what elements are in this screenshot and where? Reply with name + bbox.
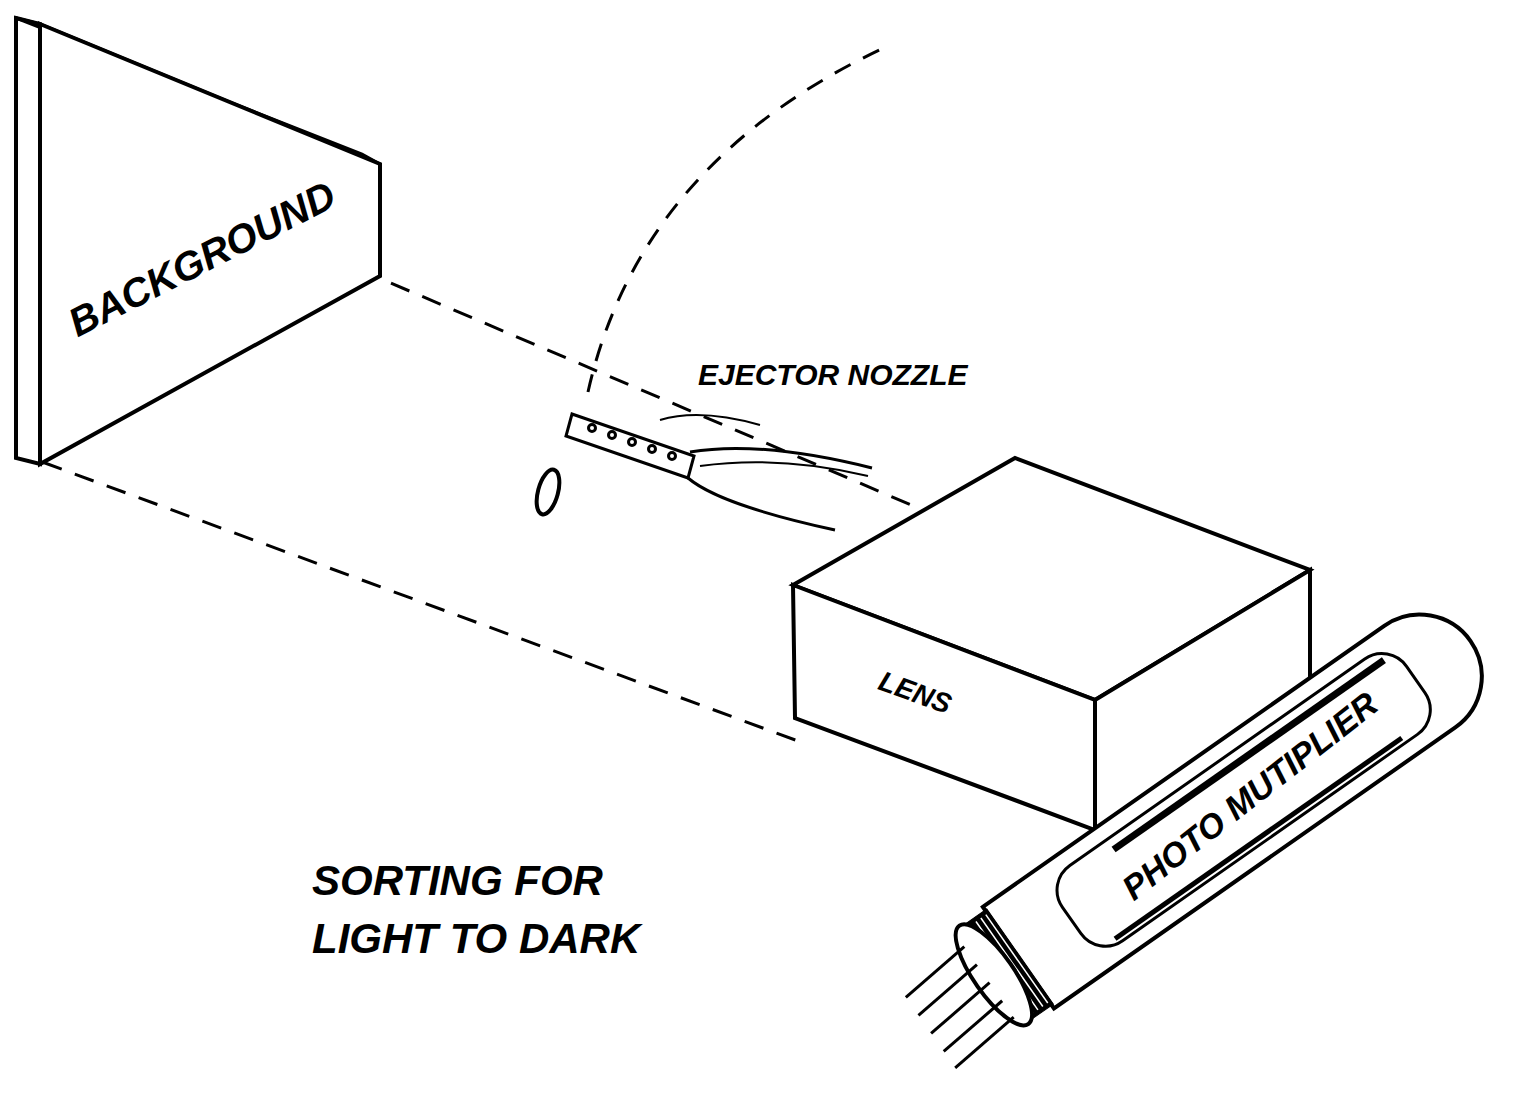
photomultiplier-tube: PHOTO MUTIPLIER <box>880 630 1480 1070</box>
background-board: BACKGROUND <box>12 14 387 472</box>
particle <box>532 467 563 517</box>
caption: SORTING FOR LIGHT TO DARK <box>312 852 692 968</box>
part-label: EJECTOR NOZZLE <box>694 358 971 392</box>
ejector-nozzle <box>566 414 872 530</box>
trajectory-arc <box>588 45 890 392</box>
sight-line <box>38 461 795 740</box>
